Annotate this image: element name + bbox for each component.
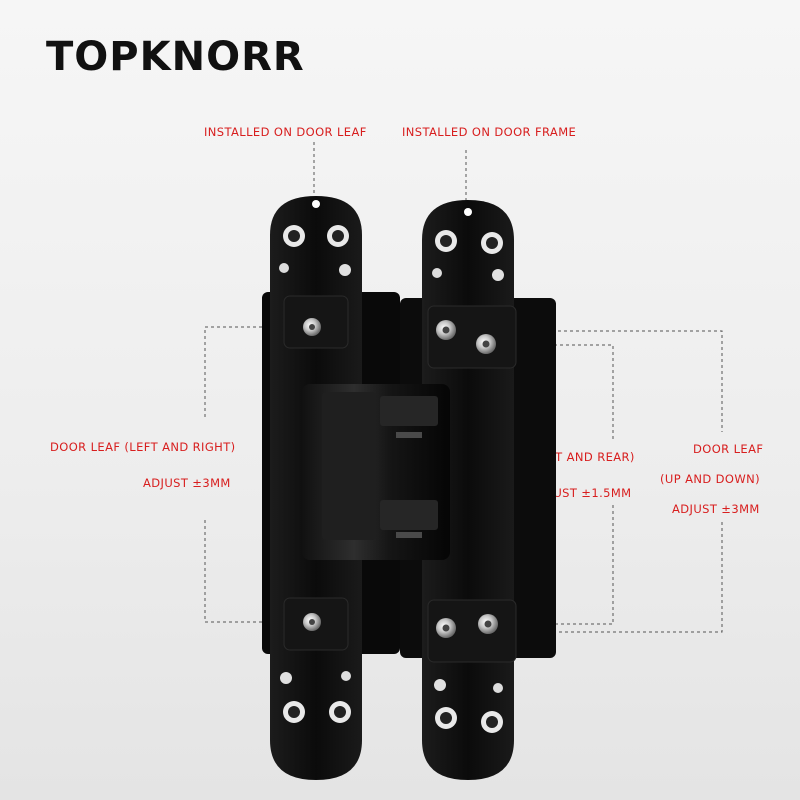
label-installed-door-leaf: INSTALLED ON DOOR LEAF: [204, 125, 367, 139]
label-left-right-adjust: ADJUST ±3MM: [143, 476, 231, 490]
brand-logo-text: TOPKNORR: [46, 34, 305, 80]
label-installed-door-frame: INSTALLED ON DOOR FRAME: [402, 125, 577, 139]
label-up-down-adjust: ADJUST ±3MM: [672, 502, 760, 516]
hinge-knuckle: [302, 384, 450, 560]
right-mounting-plate: [422, 200, 517, 780]
label-up-down-sub: (UP AND DOWN): [660, 472, 761, 486]
label-up-down-title: DOOR LEAF: [693, 442, 764, 456]
label-front-rear-adjust: ADJUST ±1.5MM: [532, 486, 632, 500]
label-left-right-title: DOOR LEAF (LEFT AND RIGHT): [50, 440, 236, 454]
